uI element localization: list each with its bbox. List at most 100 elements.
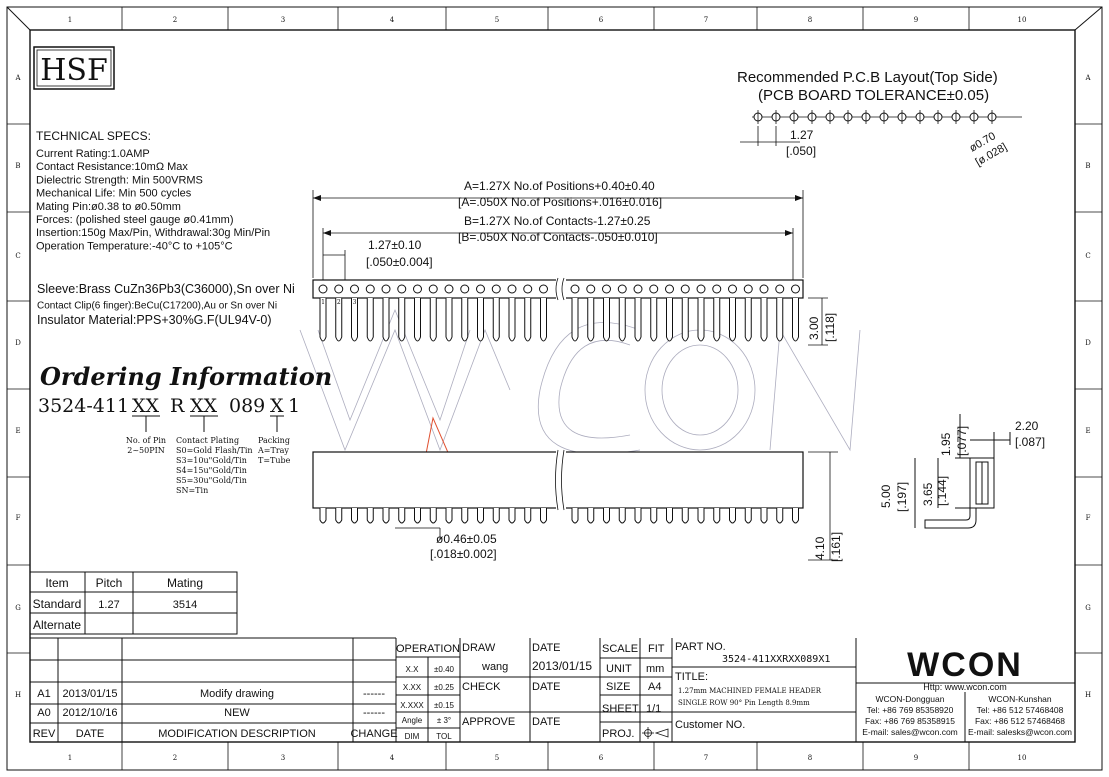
front-pin [650, 298, 658, 342]
draw-name: wang [481, 661, 508, 673]
size-value: A4 [648, 681, 661, 693]
tolerance-value: ±0.40 [434, 665, 455, 674]
company-logo: WCON [907, 646, 1023, 684]
tolerance-footer: TOL [436, 732, 452, 741]
spec-line: Operation Temperature:-40°C to +105°C [36, 240, 233, 252]
dim-a-line2: [A=.050X No.of Positions+.016±0.016] [458, 195, 662, 209]
pcb-pitch1: 1.27 [790, 128, 814, 142]
contact-hole [444, 284, 454, 294]
unit-value: mm [646, 663, 664, 675]
tolerance-dim: X.XXX [400, 701, 424, 710]
spec-line: Current Rating:1.0AMP [36, 148, 150, 160]
front-pin [477, 298, 484, 342]
tolerance-value: ±0.25 [434, 683, 455, 692]
company-right-line: Tel: +86 512 57468408 [977, 705, 1064, 715]
contact-hole [680, 284, 690, 294]
row-label-right: F [1086, 514, 1091, 522]
contact-hole [696, 284, 706, 294]
front-pin [382, 298, 390, 342]
row-label-left: G [15, 604, 21, 612]
front-pin [398, 298, 406, 342]
tolerance-footer: DIM [405, 732, 420, 741]
row-label-left: E [15, 427, 20, 435]
date-value: 2013/01/15 [532, 659, 592, 673]
ordering-title: Ordering Information [40, 362, 332, 391]
front-pin [492, 298, 500, 342]
column-label-bottom: 9 [914, 754, 918, 762]
company-left-line: E-mail: sales@wcon.com [862, 727, 958, 737]
contact-hole [413, 284, 422, 294]
tolerance-cells: OPERATIONX.X±0.40X.XX±0.25X.XXX±0.15Angl… [396, 643, 460, 741]
pin-diameter-dim [395, 527, 441, 540]
column-label-top: 10 [1018, 16, 1027, 24]
contact-hole [365, 284, 375, 294]
front-pin [366, 298, 374, 342]
dim-height2: [.118] [823, 313, 837, 342]
front-pin [713, 298, 721, 342]
bottom-pin [429, 508, 437, 524]
date-label-1: DATE [532, 642, 561, 654]
bottom-pin [540, 508, 547, 524]
pcb-pitch2: [.050] [786, 144, 816, 158]
contact-hole [602, 284, 611, 294]
sheet-value: 1/1 [646, 703, 661, 715]
mating-cell: 3514 [173, 599, 197, 611]
dim-side-087: [.087] [1015, 435, 1045, 449]
front-pin [697, 298, 705, 342]
column-label-top: 9 [914, 16, 918, 24]
front-pin [681, 298, 689, 342]
bottom-pin [729, 508, 736, 524]
plating-legend-line: S0=Gold Flash/Tin [176, 446, 253, 455]
bottom-pin [351, 508, 358, 524]
mating-header: Item [45, 576, 68, 590]
dim-side-077: [.077] [955, 426, 969, 456]
column-label-top: 7 [704, 16, 708, 24]
front-pin [414, 298, 421, 342]
plating-legend-line: Contact Plating [176, 436, 239, 445]
revision-header: REV [33, 728, 56, 740]
contact-hole [381, 284, 391, 294]
revision-cell: 2012/10/16 [62, 707, 117, 719]
mating-cell: Standard [33, 597, 82, 611]
dim-pin-d1: ø0.46±0.05 [436, 532, 497, 546]
dim-side-500: 5.00 [879, 484, 893, 508]
column-label-bottom: 5 [495, 754, 499, 762]
title-line2: SINGLE ROW 90° Pin Length 8.9mm [678, 699, 810, 707]
dim-side-220: 2.20 [1015, 419, 1039, 433]
bottom-pin [382, 508, 390, 524]
materials-list: Sleeve:Brass CuZn36Pb3(C36000),Sn over N… [37, 282, 295, 327]
company-right-line: WCON-Kunshan [988, 694, 1052, 704]
contact-hole [350, 284, 359, 294]
dim-tail1: 4.10 [813, 536, 827, 560]
bottom-pin [366, 508, 374, 524]
contact-hole [665, 284, 674, 294]
column-label-top: 1 [68, 16, 72, 24]
front-pin [776, 298, 784, 342]
pin-legend-line: 2~50PIN [127, 446, 165, 455]
contact-hole [712, 284, 722, 294]
contact-hole [775, 284, 785, 294]
bottom-pin [603, 508, 610, 524]
contact-hole [649, 284, 659, 294]
mating-header: Mating [167, 576, 203, 590]
row-label-right: B [1085, 162, 1090, 170]
code-089: 089 [229, 395, 265, 417]
front-pin [524, 298, 532, 342]
revision-block [30, 637, 396, 742]
column-label-top: 8 [808, 16, 812, 24]
front-pin [508, 298, 516, 342]
plating-legend-line: S5=30u"Gold/Tin [176, 476, 247, 485]
bottom-pin [744, 508, 752, 524]
packing-legend-line: A=Tray [257, 446, 289, 455]
dim-a-line1: A=1.27X No.of Positions+0.40±0.40 [464, 179, 655, 193]
bottom-pin [508, 508, 516, 524]
front-pin [571, 298, 579, 342]
contact-hole [586, 284, 596, 294]
header-pins-bottom [319, 508, 799, 524]
hsf-logo: HSF [40, 53, 108, 88]
hsf-logo-box [33, 46, 115, 90]
bottom-pin [650, 508, 658, 524]
tolerance-title: OPERATION [396, 643, 460, 655]
